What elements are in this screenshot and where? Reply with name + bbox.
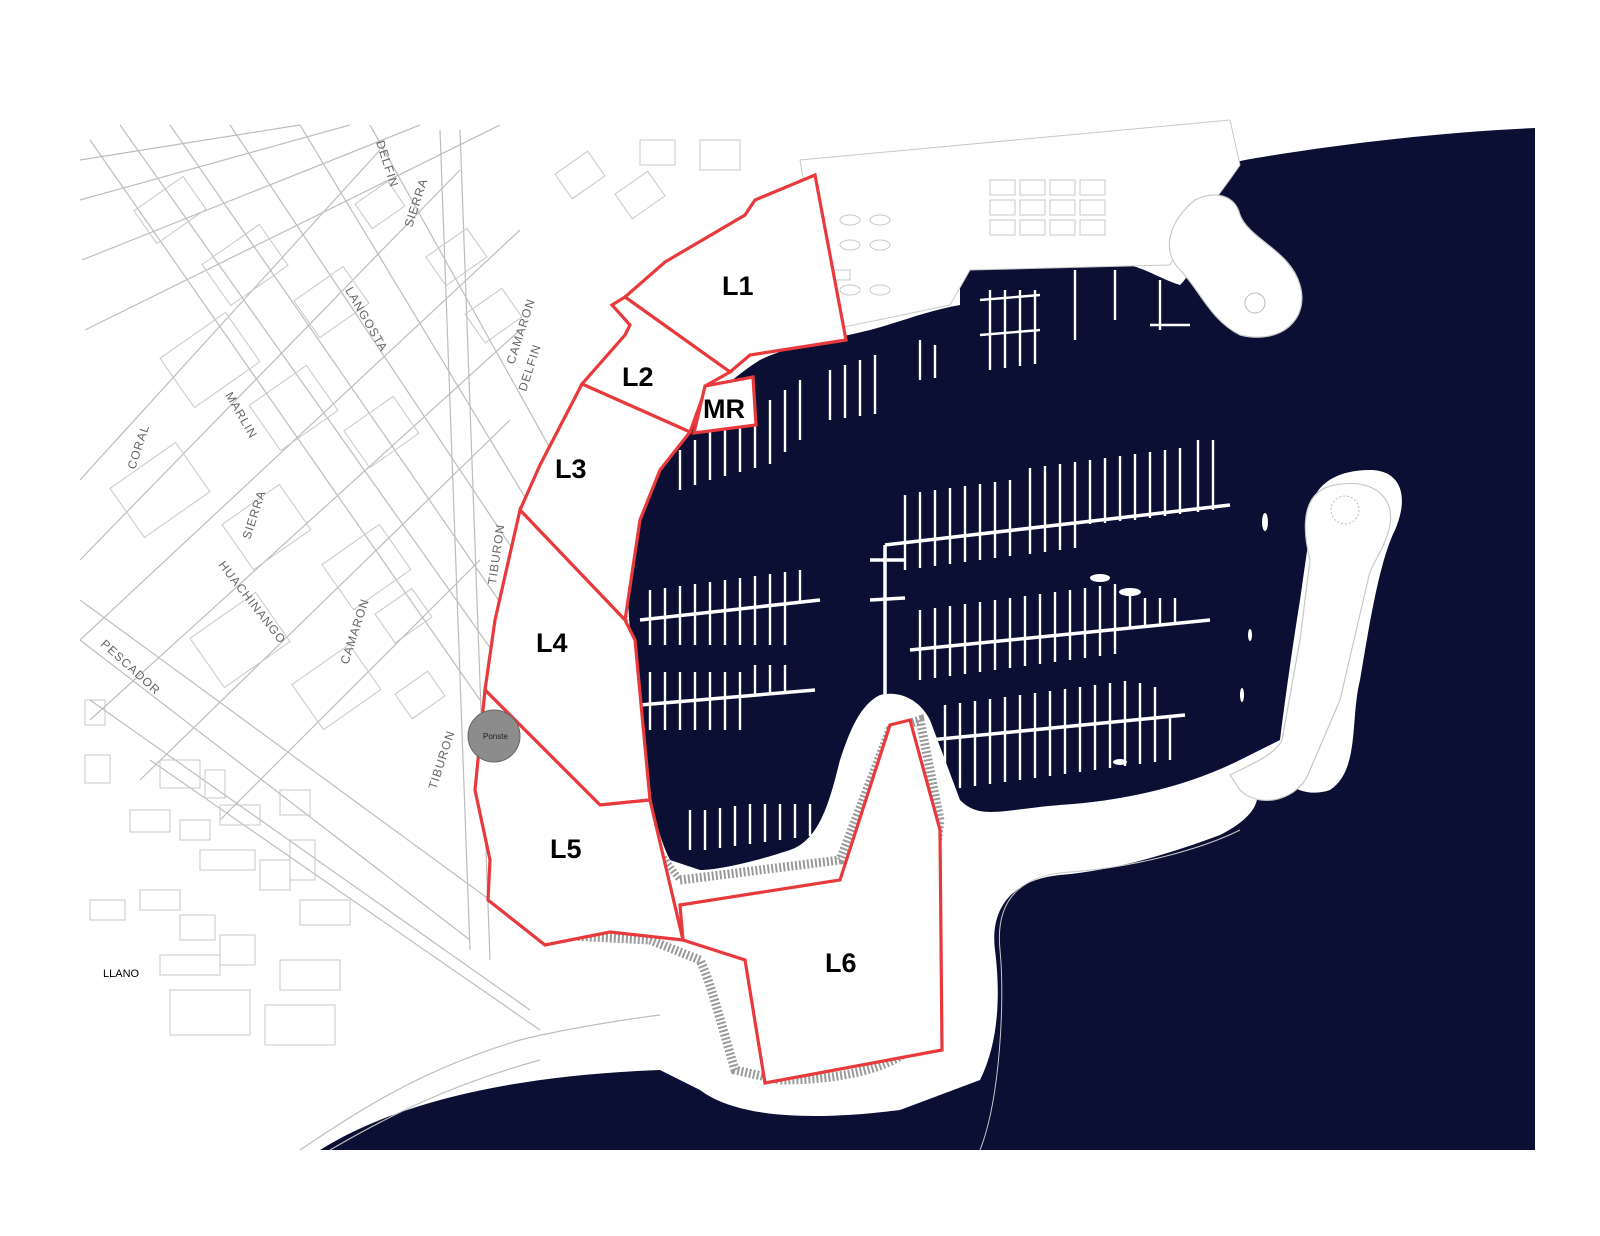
location-marker: Ponste xyxy=(467,709,521,763)
north-breakwater-roundabout xyxy=(1244,292,1266,314)
water-area xyxy=(320,128,1535,1150)
lot-label-l3: L3 xyxy=(555,454,587,484)
east-breakwater-roundabout xyxy=(1330,495,1360,525)
lot-l3 xyxy=(518,381,693,624)
area-label-llano: LLANO xyxy=(103,968,140,980)
marina-docks xyxy=(639,270,1268,850)
street-label-coral: CORAL xyxy=(125,423,153,471)
shore-right xyxy=(979,829,1241,1151)
street-label-pescador: PESCADOR xyxy=(98,637,163,698)
circle-marker-icon xyxy=(467,709,521,763)
street-label-langosta: LANGOSTA xyxy=(342,285,390,355)
marker-label: Ponste xyxy=(483,732,508,741)
lot-l1 xyxy=(622,172,848,375)
north-breakwater xyxy=(1168,194,1303,338)
lot-l6 xyxy=(678,718,944,1085)
lot-parcels xyxy=(473,172,944,1085)
lot-l5 xyxy=(473,686,686,947)
street-label-tiburon-bottom: TIBURON xyxy=(426,729,458,791)
lot-label-l1: L1 xyxy=(722,271,754,301)
street-label-marlin: MARLIN xyxy=(222,390,260,441)
lot-mr xyxy=(691,375,758,435)
lot-label-l6: L6 xyxy=(825,948,857,978)
lot-l2 xyxy=(579,295,733,435)
lot-label-l2: L2 xyxy=(622,362,654,392)
lot-label-l4: L4 xyxy=(536,628,568,658)
town-grid xyxy=(79,124,741,1151)
street-label-delfin-top: DELFIN xyxy=(373,139,401,190)
lot-label-l5: L5 xyxy=(550,834,582,864)
street-label-huachinango: HUACHINANGO xyxy=(216,558,289,646)
street-label-sierra-mid: SIERRA xyxy=(240,488,269,541)
east-breakwater xyxy=(1229,482,1392,801)
lot-label-mr: MR xyxy=(703,394,745,424)
street-label-sierra-top: SIERRA xyxy=(402,176,431,229)
street-label-camaron-mid: CAMARON xyxy=(338,597,372,666)
marina-facilities xyxy=(799,119,1241,331)
